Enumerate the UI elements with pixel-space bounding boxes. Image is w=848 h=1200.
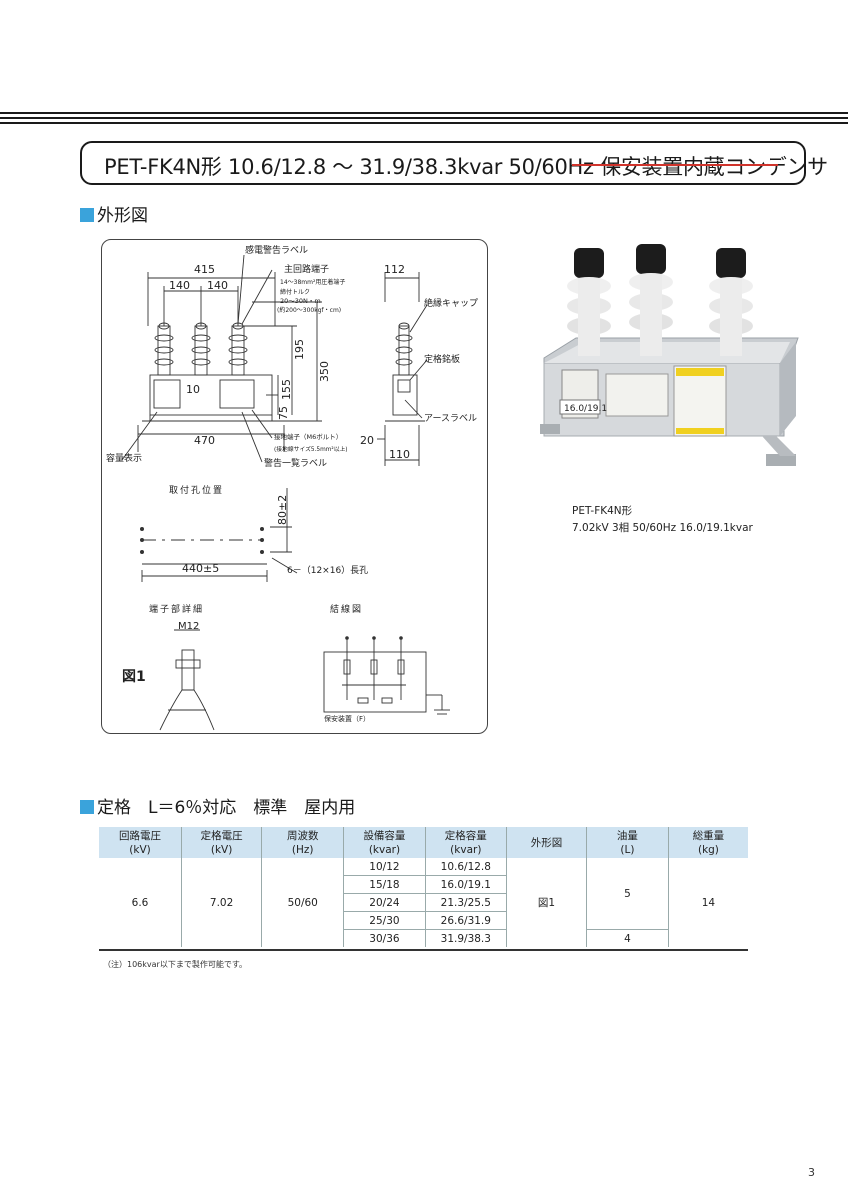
product-photo-svg: 16.0/19.1 <box>540 244 799 466</box>
cell-rated: 31.9/38.3 <box>424 929 507 947</box>
table-row: 30/36 31.9/38.3 4 <box>99 929 748 947</box>
lbl-insulating-cap: 絶縁キャップ <box>424 297 478 309</box>
lbl-wiring: 結線図 <box>330 603 363 615</box>
dim-470: 470 <box>194 434 215 447</box>
dim-112: 112 <box>384 263 405 276</box>
table-row: 20/24 21.3/25.5 <box>99 893 748 912</box>
page-title: PET-FK4N形 10.6/12.8 ～ 31.9/38.3kvar 50/6… <box>104 151 828 181</box>
dim-415: 415 <box>194 263 215 276</box>
cell-frequency: 50/60 <box>261 858 344 947</box>
dim-110: 110 <box>389 448 410 461</box>
section-rating-heading: 定格 L＝6％対応 標準 屋内用 <box>80 793 355 818</box>
title-box: PET-FK4N形 10.6/12.8 ～ 31.9/38.3kvar 50/6… <box>80 141 828 185</box>
dim-350: 350 <box>318 361 331 382</box>
bushing-1 <box>154 322 174 376</box>
dim-80: 80±2 <box>276 495 289 525</box>
lbl-terminal-spec3: 20～30N・m <box>280 297 321 305</box>
table-bottom-rule <box>99 949 748 951</box>
lbl-m12: M12 <box>178 621 199 632</box>
cell-equip: 25/30 <box>343 911 426 930</box>
bushing-3 <box>228 322 248 376</box>
lbl-warning-list: 警告一覧ラベル <box>264 457 327 469</box>
section-marker-icon <box>80 800 94 814</box>
lbl-terminal-spec1: 14～38mm²用圧着端子 <box>280 278 345 286</box>
th-oil: 油量(L) <box>585 827 669 858</box>
lbl-fig1: 図1 <box>122 669 146 685</box>
section-rating-title: 定格 L＝6％対応 標準 屋内用 <box>97 798 356 818</box>
top-rule-3 <box>0 122 848 124</box>
section-outline-title: 外形図 <box>97 206 148 226</box>
th-rated-voltage: 定格電圧(kV) <box>181 827 262 858</box>
lbl-ground-terminal: 接地端子（M6ボルト） <box>274 432 342 441</box>
rating-table: 回路電圧(kV) 定格電圧(kV) 周波数(Hz) 設備容量(kvar) 定格容… <box>99 827 748 947</box>
product-photo: 16.0/19.1 <box>540 238 802 496</box>
page-number: 3 <box>808 1166 815 1179</box>
dim-140a: 140 <box>169 279 190 292</box>
th-rated-capacity: 定格容量(kvar) <box>424 827 507 858</box>
cell-rated: 26.6/31.9 <box>424 911 507 930</box>
cell-circuit-voltage: 6.6 <box>131 896 149 909</box>
wiring-box <box>323 651 427 713</box>
outline-drawing: 感電警告ラベル 主回路端子 14～38mm²用圧着端子 締付トルク 20～30N… <box>101 239 488 734</box>
cell-rated-voltage: 7.02 <box>181 858 262 947</box>
dim-75: 75 <box>277 406 290 420</box>
th-equip-capacity: 設備容量(kvar) <box>343 827 426 858</box>
photo-bushing-3 <box>709 248 753 356</box>
lbl-nameplate: 定格銘板 <box>424 353 460 365</box>
photo-bushing-2 <box>629 244 673 356</box>
cell-equip: 30/36 <box>343 929 426 947</box>
lbl-terminal-spec2: 締付トルク <box>280 288 310 296</box>
footnote: （注）106kvar以下まで製作可能です。 <box>103 960 248 969</box>
th-weight: 総重量(kg) <box>667 827 748 858</box>
lbl-terminal-detail: 端子部詳細 <box>149 603 204 615</box>
section-outline-heading: 外形図 <box>80 201 148 226</box>
title-strike-line <box>572 164 778 166</box>
cell-equip: 15/18 <box>343 875 426 894</box>
photo-plate-text: 16.0/19.1 <box>564 404 607 414</box>
cell-rated: 10.6/12.8 <box>424 858 507 876</box>
section-marker-icon <box>80 208 94 222</box>
cell-rated: 16.0/19.1 <box>424 875 507 894</box>
photo-caption-line1: PET-FK4N形 <box>572 505 633 517</box>
cell-weight: 14 <box>667 858 748 947</box>
title-main: PET-FK4N形 10.6/12.8 ～ 31.9/38.3kvar 50/6… <box>104 155 594 179</box>
title-struck: 保安装置内蔵コンデンサ <box>600 155 828 179</box>
th-outline-fig: 外形図 <box>506 827 587 858</box>
lbl-capacity: 容量表示 <box>106 452 142 464</box>
dim-440: 440±5 <box>182 562 219 575</box>
lbl-terminal-spec4: (約200～300kgf・cm) <box>277 306 341 314</box>
dim-20: 20 <box>360 434 374 447</box>
dim-155: 155 <box>280 379 293 400</box>
lbl-ground-spec: (接地線サイズ5.5mm²以上) <box>274 445 348 453</box>
dim-195: 195 <box>293 339 306 360</box>
cell-equip: 10/12 <box>343 858 426 876</box>
lbl-protector: 保安装置（F） <box>324 714 370 723</box>
table-row: 25/30 26.6/31.9 <box>99 911 748 930</box>
photo-caption-line2: 7.02kV 3相 50/60Hz 16.0/19.1kvar <box>572 522 753 534</box>
cell-rated: 21.3/25.5 <box>424 893 507 912</box>
top-rule-1 <box>0 112 848 114</box>
cell-outline-fig: 図1 <box>506 858 587 947</box>
lbl-mount-holes: 取付孔位置 <box>169 484 224 496</box>
cell-equip: 20/24 <box>343 893 426 912</box>
outline-drawing-svg: 感電警告ラベル 主回路端子 14～38mm²用圧着端子 締付トルク 20～30N… <box>106 244 478 731</box>
cell-oil-a: 5 <box>585 858 669 930</box>
table-header-row: 回路電圧(kV) 定格電圧(kV) 周波数(Hz) 設備容量(kvar) 定格容… <box>99 827 748 858</box>
cell-oil-b: 4 <box>585 929 669 947</box>
th-frequency: 周波数(Hz) <box>261 827 344 858</box>
th-circuit-voltage: 回路電圧(kV) <box>99 827 182 858</box>
dim-140b: 140 <box>207 279 228 292</box>
lbl-warning-label: 感電警告ラベル <box>245 244 308 256</box>
table-row: 15/18 16.0/19.1 <box>99 875 748 894</box>
photo-bushing-1 <box>567 248 611 356</box>
lbl-earth-label: アースラベル <box>424 413 477 424</box>
dim-10: 10 <box>186 383 200 396</box>
table-row: 6.6 7.02 50/60 10/12 10.6/12.8 図1 5 14 <box>99 858 748 947</box>
top-rule-2 <box>0 117 848 119</box>
lbl-slot: 6－（12×16）長孔 <box>287 565 368 576</box>
lbl-main-terminal: 主回路端子 <box>284 263 329 275</box>
bushing-2 <box>191 322 211 376</box>
